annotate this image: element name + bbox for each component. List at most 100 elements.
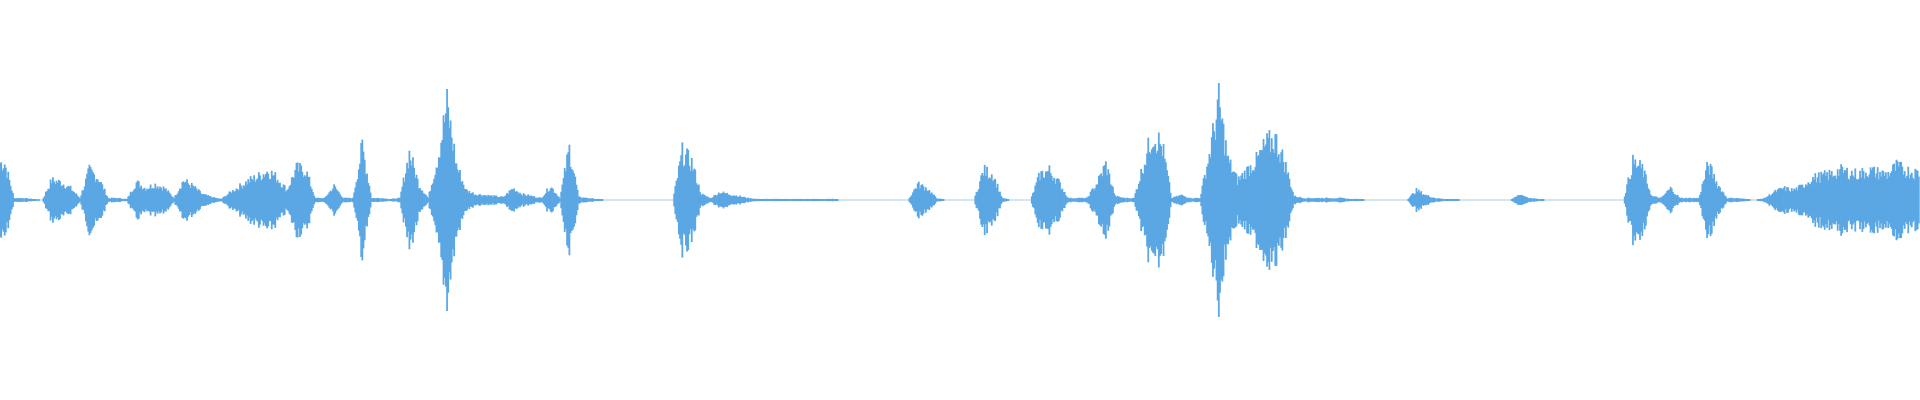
waveform-segment — [1448, 198, 1459, 202]
waveform-segment — [356, 139, 367, 261]
waveform-segment — [573, 173, 584, 227]
waveform-segment — [1664, 186, 1676, 214]
waveform-segment — [1623, 184, 1628, 216]
waveform-segment — [733, 195, 744, 205]
waveform-segment — [1777, 186, 1788, 214]
waveform-segment — [206, 195, 217, 205]
waveform-segment — [1683, 197, 1694, 203]
waveform-segment — [1646, 183, 1657, 217]
waveform-segment — [1166, 170, 1177, 230]
waveform-segment — [253, 172, 264, 228]
waveform-segment — [0, 162, 10, 238]
waveform-segment — [347, 182, 358, 218]
waveform-segment — [1175, 194, 1186, 206]
waveform-segment — [1909, 168, 1920, 232]
waveform-segment — [1316, 197, 1327, 203]
waveform-segment — [149, 183, 160, 217]
waveform-segment — [770, 198, 781, 202]
waveform-segment — [281, 184, 292, 216]
waveform-segment — [1514, 194, 1525, 206]
waveform-segment — [27, 198, 38, 202]
waveform-segment — [544, 187, 556, 213]
waveform-segment — [940, 198, 945, 202]
waveform-segment — [1756, 199, 1760, 201]
waveform-segment — [789, 198, 800, 202]
waveform-segment — [1787, 187, 1798, 213]
waveform-segment — [413, 167, 424, 233]
waveform-segment — [1307, 197, 1318, 203]
waveform-segment — [921, 184, 932, 216]
waveform-segment — [1439, 198, 1450, 202]
waveform-segment — [1109, 184, 1120, 216]
waveform-segment — [974, 191, 979, 209]
waveform-segment — [780, 198, 791, 202]
waveform-segment — [1354, 198, 1365, 202]
waveform-segment — [55, 179, 66, 221]
waveform-segment — [1768, 189, 1779, 211]
waveform-segment — [262, 170, 273, 230]
waveform-segment — [1834, 164, 1845, 236]
waveform-segment — [1053, 177, 1064, 223]
waveform-segment — [1881, 170, 1892, 230]
waveform-segment — [422, 184, 433, 216]
waveform-segment — [1843, 167, 1854, 233]
waveform-segment — [1693, 183, 1704, 217]
waveform-segment — [516, 191, 527, 209]
waveform-segment — [554, 178, 565, 222]
waveform-segment — [1119, 197, 1130, 203]
waveform-segment — [977, 164, 988, 236]
waveform-segment — [723, 192, 734, 208]
waveform-segment — [1034, 170, 1045, 230]
waveform-segment — [1730, 197, 1741, 203]
waveform-segment — [1815, 170, 1826, 230]
waveform-segment — [1250, 150, 1261, 250]
waveform-segment — [1721, 191, 1732, 209]
waveform-segment — [1344, 198, 1356, 202]
waveform-segment — [121, 191, 132, 209]
waveform-segment — [159, 186, 170, 214]
waveform-segment — [1156, 132, 1167, 268]
waveform-segment — [1260, 130, 1271, 270]
waveform-segment — [1128, 188, 1139, 212]
waveform-segment — [450, 137, 461, 263]
waveform-segment — [469, 192, 480, 208]
waveform-segment — [1510, 197, 1516, 203]
waveform-segment — [996, 183, 1007, 217]
waveform-segment — [799, 198, 810, 202]
waveform-segment — [704, 195, 716, 205]
waveform-segment — [196, 189, 207, 211]
waveform-segment — [1533, 198, 1544, 202]
waveform-segment — [1222, 123, 1233, 277]
waveform-segment — [1062, 191, 1073, 209]
waveform-segment — [808, 198, 819, 202]
waveform-segment — [1759, 196, 1770, 204]
waveform-segment — [1740, 198, 1751, 202]
waveform-segment — [1674, 194, 1685, 206]
waveform-segment — [507, 188, 518, 212]
waveform-segment — [1326, 197, 1337, 203]
waveform-segment — [1862, 167, 1873, 233]
waveform-segment — [742, 196, 753, 204]
waveform-segment — [272, 172, 283, 228]
waveform-segment — [1100, 161, 1111, 239]
waveform-segment — [488, 195, 499, 205]
waveform-segment — [1523, 196, 1534, 204]
waveform-segment — [1900, 161, 1911, 239]
waveform-segment — [592, 198, 603, 202]
waveform-segment — [1420, 191, 1431, 209]
waveform-segment — [987, 174, 998, 226]
waveform-segment — [817, 198, 828, 202]
waveform-segment — [187, 182, 198, 218]
waveform-segment — [130, 180, 141, 220]
waveform-segment — [497, 192, 508, 208]
waveform-segment — [912, 181, 923, 219]
waveform-segment — [74, 190, 85, 210]
waveform-segment — [686, 148, 697, 252]
waveform-segment — [1072, 197, 1083, 203]
waveform-segment — [535, 194, 546, 206]
waveform-segment — [441, 89, 452, 311]
waveform-segment — [1806, 173, 1817, 227]
waveform-segment — [1137, 153, 1148, 247]
